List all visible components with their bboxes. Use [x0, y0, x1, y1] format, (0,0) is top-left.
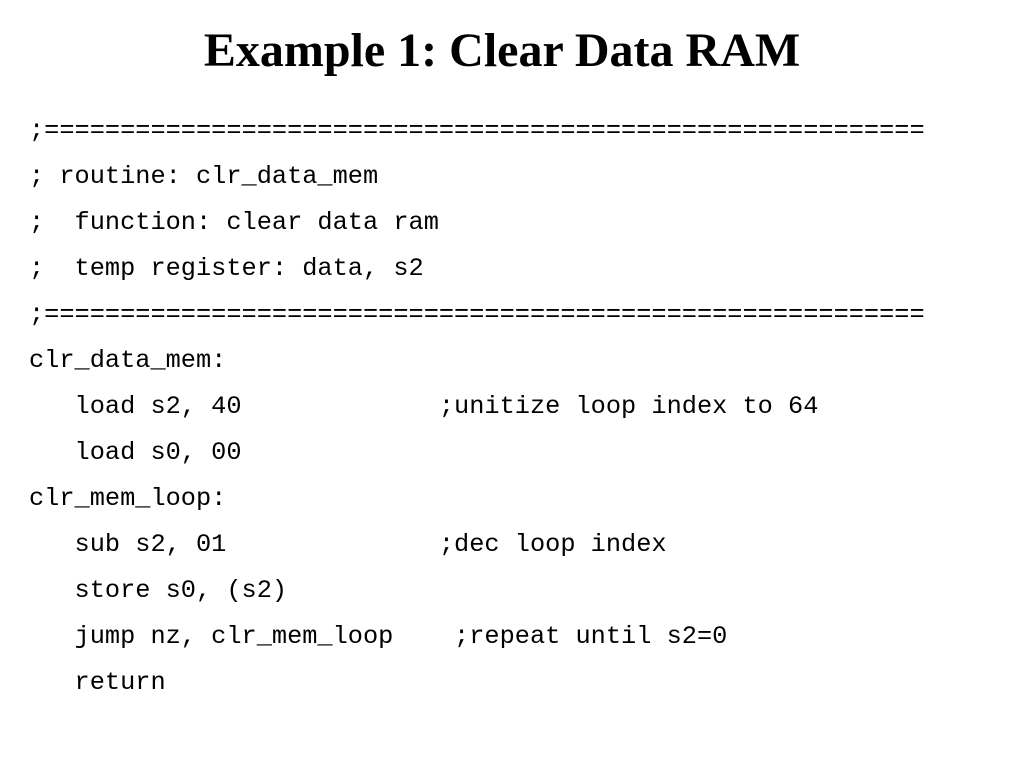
code-line-separator-top: ;=======================================… — [29, 116, 925, 145]
code-line-label-clr-mem-loop: clr_mem_loop: — [29, 484, 227, 513]
code-line-load-s2: load s2, 40 ;unitize loop index to 64 — [29, 392, 819, 421]
code-line-routine-comment: ; routine: clr_data_mem — [29, 162, 379, 191]
code-block: ;=======================================… — [29, 108, 925, 706]
slide-title: Example 1: Clear Data RAM — [203, 24, 801, 77]
code-line-label-clr-data-mem: clr_data_mem: — [29, 346, 227, 375]
code-line-return: return — [29, 668, 166, 697]
code-line-sub-s2: sub s2, 01 ;dec loop index — [29, 530, 667, 559]
code-line-temp-register-comment: ; temp register: data, s2 — [29, 254, 424, 283]
code-line-function-comment: ; function: clear data ram — [29, 208, 439, 237]
code-line-separator-bottom: ;=======================================… — [29, 300, 925, 329]
code-line-load-s0: load s0, 00 — [29, 438, 242, 467]
code-line-store-s0: store s0, (s2) — [29, 576, 288, 605]
code-line-jump-nz: jump nz, clr_mem_loop ;repeat until s2=0 — [29, 622, 728, 651]
